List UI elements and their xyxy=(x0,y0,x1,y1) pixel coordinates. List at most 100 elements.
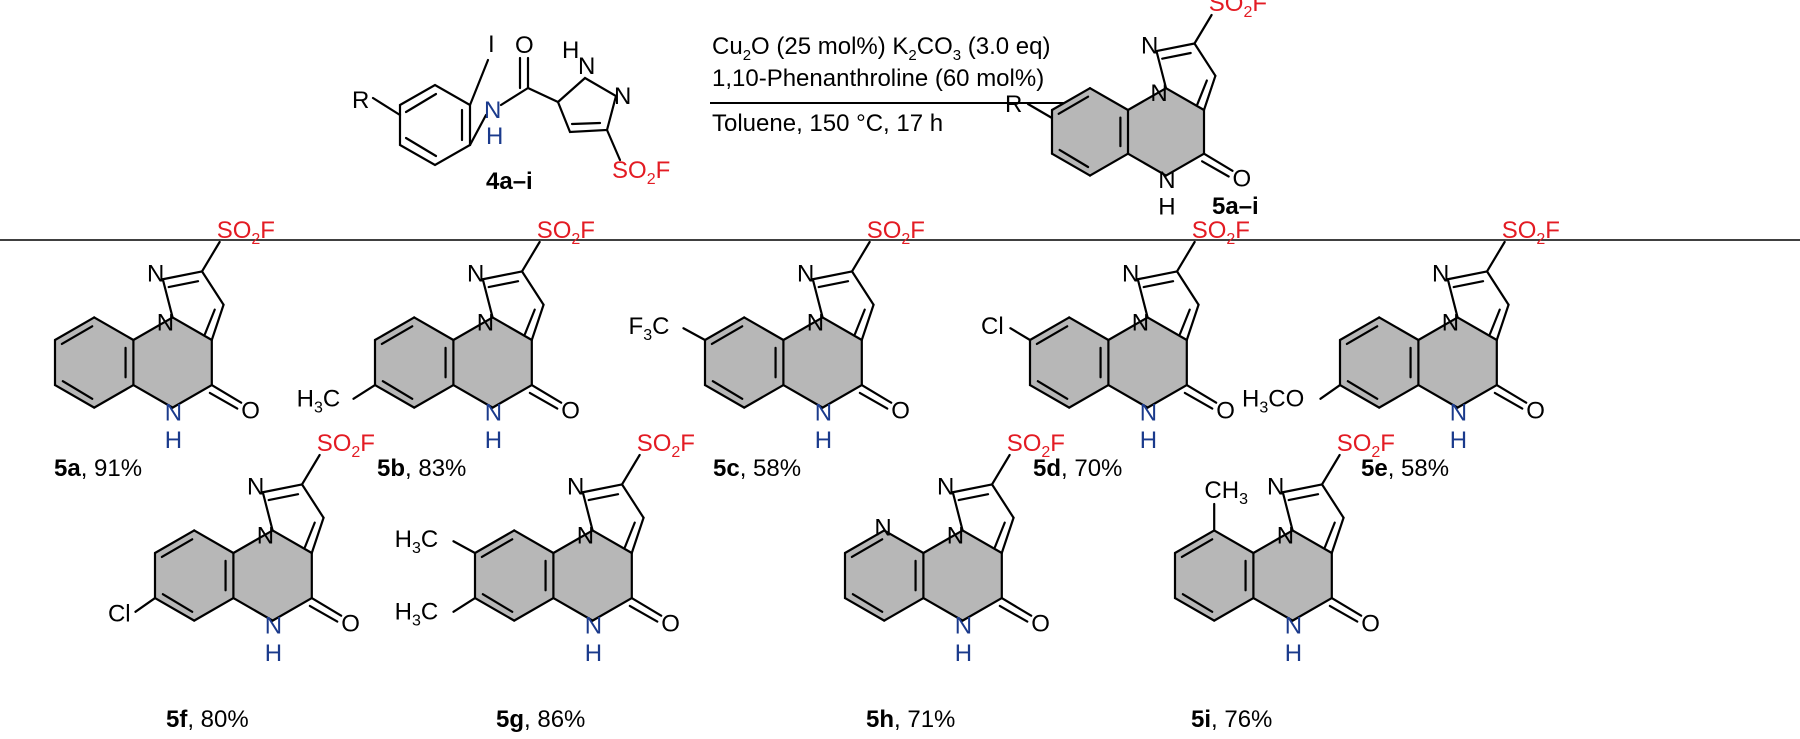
pyrazole-bond xyxy=(630,516,645,555)
cf3-bond xyxy=(682,327,707,342)
pyrazine-bond xyxy=(1291,529,1333,555)
benzene-double-bond xyxy=(850,538,884,559)
conditions-line-2: 1,10-Phenanthroline (60 mol%) xyxy=(712,65,1044,92)
pyrazine-bond xyxy=(1107,316,1149,342)
bridge-n-label: N xyxy=(807,309,824,336)
pyrazole-bond xyxy=(811,270,854,281)
product-r-bond xyxy=(1026,102,1054,120)
carbonyl-bond xyxy=(630,596,663,617)
conditions-line-1: Cu2O (25 mol%) K2CO3 (3.0 eq) xyxy=(712,33,1050,64)
carbonyl-o-label: O xyxy=(1526,398,1545,425)
pyrazole-n-label: N xyxy=(147,260,164,287)
pyrazine-ring-fill xyxy=(1253,530,1332,621)
sm-compound-id: 4a–i xyxy=(486,168,533,195)
amide-n-label: N xyxy=(815,399,832,426)
benzene-double-bond xyxy=(381,380,414,400)
amide-n-label: N xyxy=(1158,167,1175,194)
pyrazole-double-bond xyxy=(623,521,636,549)
benzene-bond xyxy=(1068,316,1110,342)
benzene-bond xyxy=(373,383,416,409)
carbonyl-double-bond xyxy=(528,391,559,410)
so2f-label: SO2F xyxy=(1007,430,1065,461)
pyrazole-n-label: N xyxy=(1141,32,1158,59)
benzene-bond xyxy=(413,383,455,409)
pyrazole-bond xyxy=(1202,74,1217,112)
so2f-bond xyxy=(1320,453,1341,486)
carbonyl-bond xyxy=(1000,596,1033,617)
bridge-n-label: N xyxy=(947,522,964,549)
sm-ring-double-1 xyxy=(404,92,438,114)
compound-label: 5h, 71% xyxy=(866,706,955,733)
benzene-bond xyxy=(883,596,925,622)
pyrazole-double-bond xyxy=(587,493,620,502)
sm-so2f-label: SO2F xyxy=(612,157,670,188)
pyrazole-n-label: N xyxy=(1267,473,1284,500)
benzene-double-bond xyxy=(60,325,94,346)
product-compound-id: 5a–i xyxy=(1212,193,1259,220)
pyrazole-bond xyxy=(811,278,824,319)
benzene-ring-fill xyxy=(1340,317,1419,408)
pyrazine-bond xyxy=(171,316,213,342)
methyl-bond xyxy=(352,383,377,400)
amide-n-label: N xyxy=(485,399,502,426)
bridge-n-label: N xyxy=(1442,309,1459,336)
benzene-double-bond xyxy=(711,380,744,400)
benzene-ring-fill xyxy=(1175,530,1254,621)
compound-label: 5i, 76% xyxy=(1191,706,1272,733)
pyrazine-bond xyxy=(1164,152,1206,177)
pyrazole-bond xyxy=(1485,270,1510,306)
pyrazole-double-bond xyxy=(303,521,316,549)
so2f-label: SO2F xyxy=(867,217,925,248)
pyrazine-bond xyxy=(491,316,533,342)
pyrazine-bond xyxy=(782,383,824,409)
sm-i-bond xyxy=(468,58,490,107)
benzene-bond xyxy=(843,596,886,622)
amide-h-label: H xyxy=(1158,194,1175,221)
benzene-ring-fill xyxy=(55,317,134,408)
pyrazine-ring-fill xyxy=(453,317,532,408)
benzene-bond xyxy=(703,316,746,342)
pyrazine-bond xyxy=(1146,383,1188,409)
pyrazole-bond xyxy=(1185,303,1200,342)
carbonyl-o-label: O xyxy=(1031,611,1050,638)
pyrazole-bond xyxy=(860,303,875,342)
pyrazine-bond xyxy=(232,596,274,622)
carbonyl-double-bond xyxy=(1328,604,1359,623)
methoxy-label: H3CO xyxy=(1242,386,1304,417)
amide-h-label: H xyxy=(1450,427,1467,454)
carbonyl-o-label: O xyxy=(561,398,580,425)
pyrazole-double-bond xyxy=(1287,493,1320,502)
bridge-n-label: N xyxy=(257,522,274,549)
methyl-label-top: H3C xyxy=(395,526,439,557)
pyrazine-bond xyxy=(1417,316,1459,342)
chloro-label: Cl xyxy=(108,601,131,628)
chloro-bond xyxy=(1009,327,1032,342)
amide-h-label: H xyxy=(815,427,832,454)
benzene-bond xyxy=(1028,316,1071,342)
pyrazine-bond xyxy=(452,316,494,342)
carbonyl-double-bond xyxy=(1200,160,1230,178)
methyl-bond-bottom xyxy=(452,596,477,613)
methoxy-bond xyxy=(1319,383,1342,400)
sm-amide-n: N xyxy=(484,97,501,124)
sm-r-label: R xyxy=(352,87,369,114)
pyrazole-double-bond xyxy=(1452,280,1485,289)
pyrazole-bond xyxy=(310,516,325,555)
pyrazine-bond xyxy=(922,529,964,555)
benzene-bond xyxy=(413,316,455,342)
carbonyl-o-label: O xyxy=(241,398,260,425)
reaction-conditions: Cu2O (25 mol%) K2CO3 (3.0 eq) 1,10-Phena… xyxy=(710,33,1095,137)
benzene-ring-fill xyxy=(1030,317,1109,408)
pyrazine-bond xyxy=(1291,596,1333,622)
so2f-label: SO2F xyxy=(317,430,375,461)
pyrazole-double-bond xyxy=(1178,308,1191,336)
pyrazine-bond xyxy=(1164,87,1206,112)
pyrazole-double-bond xyxy=(203,308,216,336)
so2f-label: SO2F xyxy=(1209,0,1267,21)
benzene-double-bond xyxy=(1346,380,1379,400)
